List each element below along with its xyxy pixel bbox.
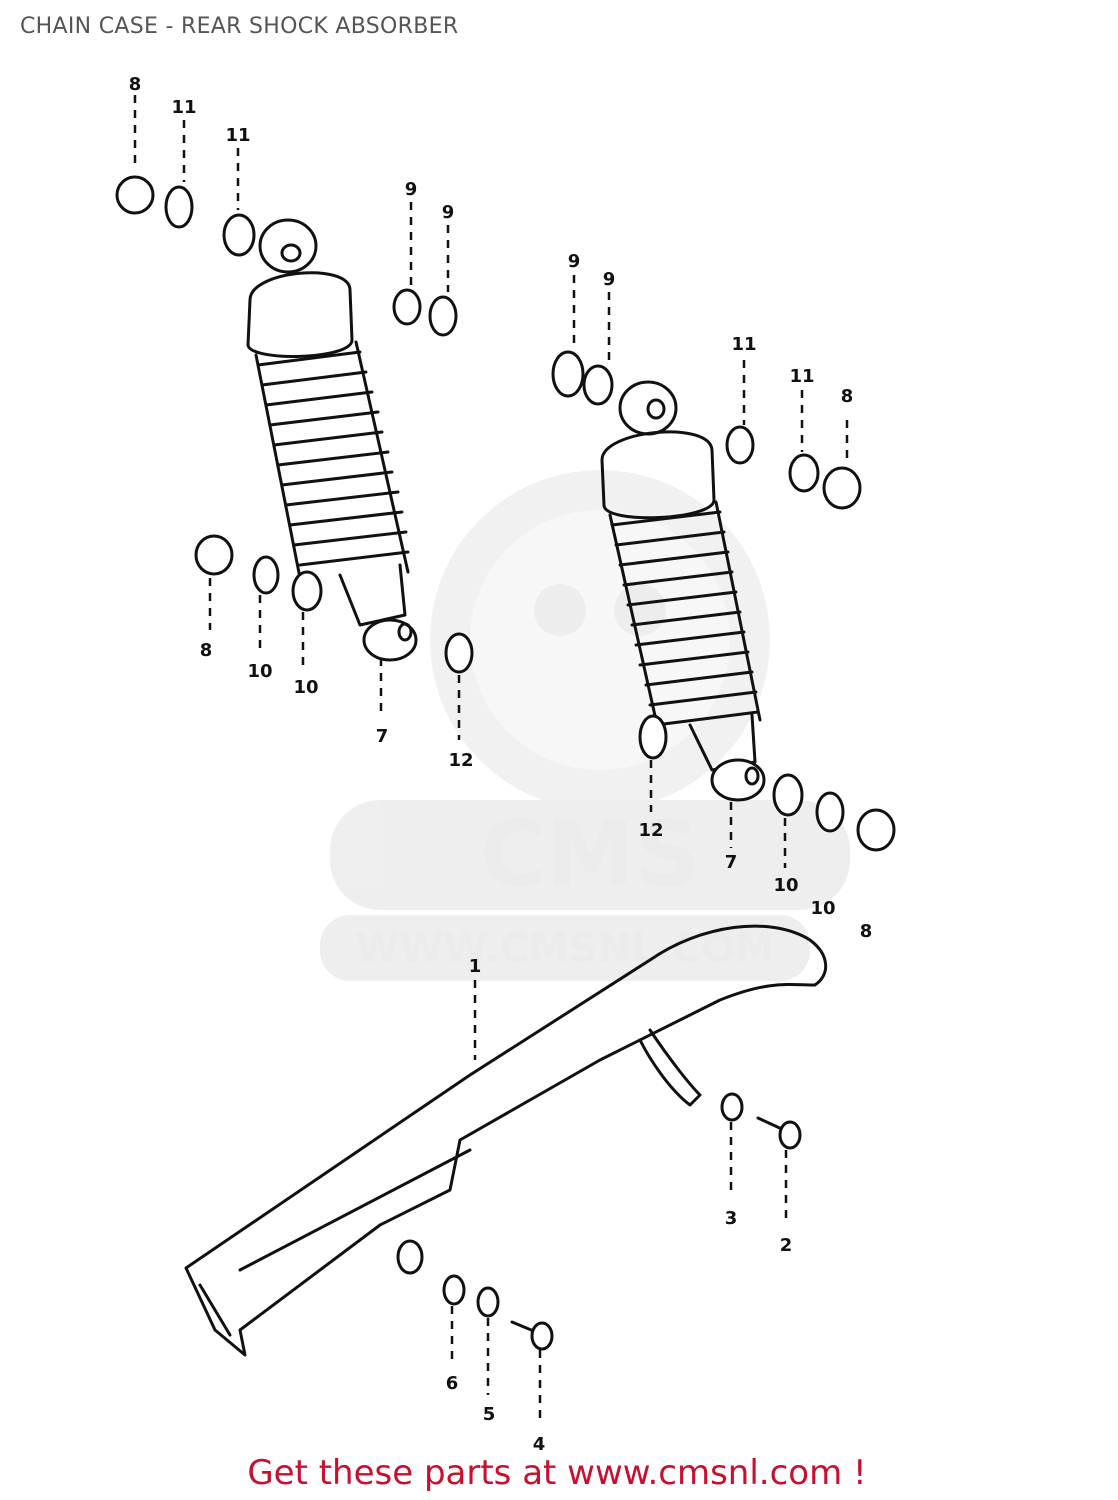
callout-9a: 9 [405, 179, 418, 200]
callout-4: 4 [533, 1434, 546, 1455]
nut-part-8a [115, 175, 155, 215]
callout-7a: 7 [376, 726, 389, 747]
washer-part-10c [772, 773, 804, 817]
footer-cta[interactable]: Get these parts at www.cmsnl.com ! [0, 1453, 1118, 1493]
washer-part-12a [444, 632, 474, 674]
callout-10c: 10 [773, 875, 798, 896]
callout-10d: 10 [810, 898, 835, 919]
page-title: CHAIN CASE - REAR SHOCK ABSORBER [20, 14, 459, 39]
washer-part-3 [720, 1092, 744, 1122]
washer-part-9a [392, 288, 422, 326]
hardware-parts [115, 175, 896, 1351]
nut-part-8c [194, 534, 234, 576]
callout-5: 5 [483, 1404, 496, 1425]
callout-9d: 9 [603, 269, 616, 290]
callout-8a: 8 [129, 74, 142, 95]
callout-2: 2 [780, 1235, 793, 1256]
callout-11d: 11 [789, 366, 814, 387]
callout-10b: 10 [293, 677, 318, 698]
callout-12b: 12 [638, 820, 663, 841]
callout-7b: 7 [725, 852, 738, 873]
callout-11b: 11 [225, 125, 250, 146]
callout-10a: 10 [247, 661, 272, 682]
washer-part-10d [815, 791, 845, 833]
washer-part-9b [428, 295, 458, 337]
callout-6: 6 [446, 1373, 459, 1394]
nut-part-8d [856, 808, 896, 852]
callout-12a: 12 [448, 750, 473, 771]
washer-part-11a [164, 185, 194, 229]
washer-part-11c [725, 425, 755, 465]
washer-part-12b [638, 714, 668, 760]
callout-11a: 11 [171, 97, 196, 118]
shock-absorber-left [246, 218, 418, 662]
bolt-part-2 [756, 1116, 786, 1132]
callout-8b: 8 [841, 386, 854, 407]
washer-part-6 [442, 1274, 466, 1306]
washer-part-11b [222, 213, 256, 257]
chain-case-part-1 [184, 924, 828, 1357]
callout-8c: 8 [200, 640, 213, 661]
cms-watermark-logo: CMS WWW.CMSNL.COM [320, 470, 850, 981]
washer-part-10b [291, 570, 323, 612]
washer-part-5 [476, 1286, 500, 1318]
callout-3: 3 [725, 1208, 738, 1229]
callout-9c: 9 [568, 251, 581, 272]
callout-9b: 9 [442, 202, 455, 223]
nut-part-8b [822, 466, 862, 510]
leader-lines [133, 95, 849, 1425]
shock-absorber-right [600, 380, 766, 802]
washer-part-9c [551, 350, 585, 398]
washer-part-10a [252, 555, 280, 595]
washer-part-11d [788, 453, 820, 493]
washer-part-9d [582, 364, 614, 406]
callout-1: 1 [469, 956, 482, 977]
watermark-logo-text: CMS [480, 802, 700, 907]
callout-11c: 11 [731, 334, 756, 355]
footer-cta-text[interactable]: Get these parts at www.cmsnl.com ! [247, 1453, 867, 1493]
callout-8d: 8 [860, 921, 873, 942]
callout-labels: 8 11 11 9 9 9 9 11 11 8 8 10 10 7 12 12 … [129, 74, 873, 1455]
